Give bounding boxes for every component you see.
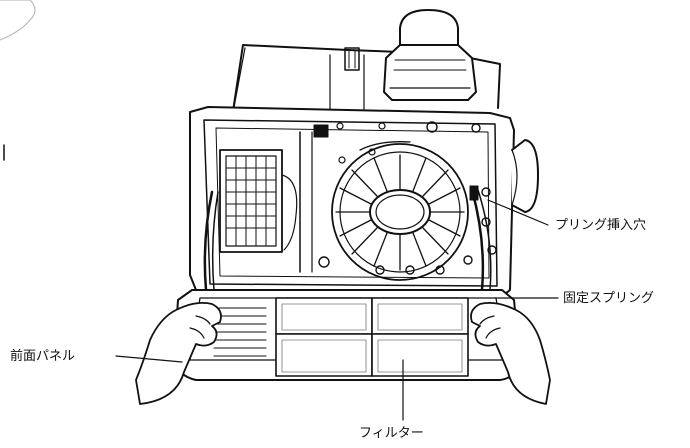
page-corner-shape — [0, 0, 36, 41]
leader-front-panel — [115, 355, 183, 363]
filter-frames — [275, 297, 469, 377]
label-fixing-spring: 固定スプリング — [563, 291, 655, 306]
lens-tube — [511, 139, 539, 213]
left-hand — [135, 301, 222, 405]
leader-lines — [115, 199, 559, 421]
fixing-springs — [203, 185, 492, 292]
frame-screws — [318, 187, 497, 275]
label-front-panel: 前面パネル — [10, 349, 76, 364]
cooling-fan — [331, 141, 469, 281]
label-spring-hole: プリング挿入穴 — [555, 218, 647, 233]
label-filter: フィルター — [359, 426, 424, 441]
leader-spring-hole — [487, 199, 549, 226]
grid-module — [219, 149, 298, 253]
right-hand — [470, 301, 551, 405]
lamp-cylinder — [383, 9, 477, 101]
